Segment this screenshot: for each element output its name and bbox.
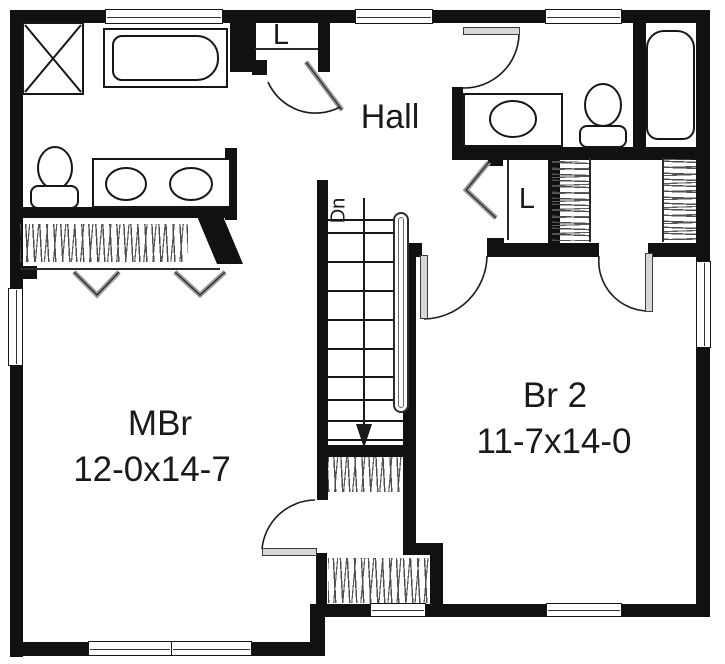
door-leaf-edge — [305, 61, 343, 111]
wall-tub2-divider — [633, 22, 646, 149]
wall-hall-south-b — [487, 243, 599, 257]
wall-hall-bath2 — [452, 87, 463, 160]
room-label-mbr: MBr — [127, 404, 193, 443]
wall-diagonal — [196, 214, 243, 264]
stairs-direction-label: Dn — [327, 197, 350, 224]
door-swing-icon — [462, 33, 520, 89]
stair-icon — [328, 319, 403, 321]
br2-closet-edge-right — [662, 158, 664, 242]
wall-stair-landing — [317, 445, 416, 457]
bathtub-icon — [646, 30, 695, 140]
room-dims-mbr: 12-0x14-7 — [73, 450, 231, 489]
bifold-door-edge — [465, 161, 497, 219]
stair-icon — [328, 261, 403, 263]
closet-hatch-icon — [328, 457, 403, 492]
wall-bath1-south — [10, 207, 232, 218]
door-swing-icon — [267, 81, 341, 114]
window-icon — [545, 9, 622, 24]
wall-hall-nw-post — [318, 22, 330, 72]
room-label-br2: Br 2 — [522, 376, 588, 415]
door-leaf — [463, 27, 520, 35]
sink-icon — [105, 167, 147, 201]
bifold-door-edge — [73, 271, 120, 297]
sink-icon — [169, 167, 213, 201]
room-label-hall: Hall — [360, 98, 420, 136]
wall-l2-jamb-top — [488, 158, 503, 166]
stair-icon — [328, 219, 403, 221]
stair-icon — [328, 348, 403, 350]
door-swing-icon — [423, 255, 488, 320]
wall-step-connector — [310, 604, 325, 656]
stair-icon — [328, 290, 403, 292]
window-icon — [355, 9, 433, 24]
door-leaf — [420, 255, 428, 319]
window-icon — [696, 261, 711, 348]
window-icon — [546, 603, 622, 617]
handrail-inner-line — [398, 217, 404, 408]
stair-icon — [328, 376, 403, 378]
door-swing-icon — [597, 255, 650, 312]
window-icon — [105, 9, 223, 24]
door-swing-icon — [261, 499, 316, 550]
br2-closet-edge-left — [589, 158, 591, 242]
closet-hatch-icon — [328, 558, 430, 603]
closet-label-linen-hall: L — [518, 183, 536, 215]
mbr-closet-line — [20, 268, 220, 270]
wall-mbr-door-stub — [316, 553, 327, 617]
bathtub-basin — [112, 35, 219, 81]
window-icon — [171, 641, 252, 656]
door-leaf — [262, 548, 317, 556]
stair-icon — [328, 399, 403, 401]
wall-hall-south-c — [648, 243, 710, 257]
wall-bath2-south — [452, 147, 710, 160]
bifold-door-edge — [174, 271, 226, 296]
closet-hatch-icon — [20, 224, 188, 262]
window-icon — [8, 288, 23, 366]
room-dims-br2: 11-7x14-0 — [476, 422, 632, 461]
door-leaf — [645, 253, 653, 312]
stair-icon — [328, 232, 403, 234]
wall-l2-jamb — [487, 238, 504, 252]
shelf-line-linen-master — [255, 48, 318, 50]
wall-stairs-west — [317, 180, 328, 500]
wall-br2-west-lower — [430, 543, 443, 617]
toilet-icon — [584, 83, 622, 127]
toilet-tank — [30, 185, 79, 209]
toilet-tank — [579, 125, 627, 148]
window-icon — [370, 603, 426, 617]
bifold-door — [72, 270, 121, 299]
down-arrow-head — [356, 424, 372, 448]
shower-x-line — [24, 24, 82, 93]
stair-icon — [328, 420, 403, 422]
wall-l1-jamb — [252, 60, 267, 75]
bifold-door — [173, 270, 227, 299]
closet-hatch-icon — [664, 159, 696, 240]
closet-hatch-icon — [552, 161, 589, 241]
closet-label-linen-master: L — [272, 19, 290, 51]
shelf-line-linen-hall — [507, 160, 509, 240]
handrail-icon — [393, 212, 409, 413]
sink-icon — [489, 100, 537, 138]
bifold-door — [462, 160, 498, 220]
toilet-icon — [37, 146, 73, 190]
wall-bath1-block — [230, 22, 256, 72]
